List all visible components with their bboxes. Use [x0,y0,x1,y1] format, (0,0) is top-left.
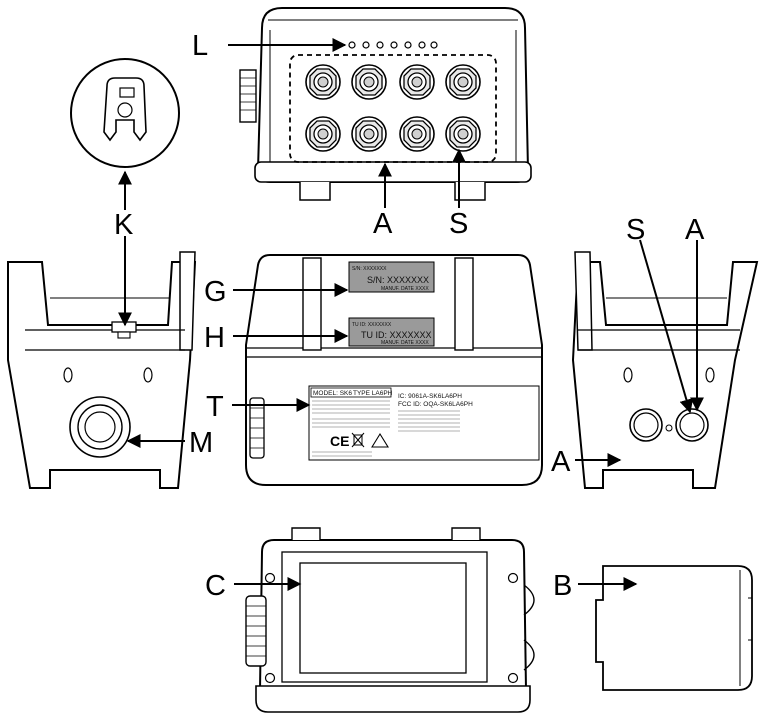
label-g-line3: MANUF. DATE XXXX [381,286,429,292]
type-plate-t: MODEL: SK6 TYPE LA6PH IC: 9061A-SK6LA6PH… [308,385,540,461]
callout-m: M [189,427,213,459]
front-view-unit: S/N: XXXXXXX S/N: XXXXXXX MANUF. DATE XX… [245,254,543,486]
label-g-line1: S/N: XXXXXXX [352,266,387,272]
left-side-view-unit [7,251,197,489]
callout-l: L [192,30,208,62]
label-g-line2: S/N: XXXXXXX [367,275,429,285]
warning-triangle-icon [371,432,389,448]
label-h-line1: TU ID: XXXXXXX [352,322,392,328]
callout-c: C [205,570,226,602]
connector-port-m [69,396,131,458]
detail-circle-k [70,58,180,168]
plate-type: TYPE LA6PH [353,390,393,397]
top-view-unit [239,7,532,201]
callout-k: K [114,209,134,241]
plate-model: MODEL: SK6 [313,390,352,397]
label-h-line2: TU ID: XXXXXXX [361,330,432,340]
plate-fcc: FCC ID: OQA-SK6LA6PH [398,401,473,408]
callout-leaders [118,38,704,591]
callout-a-right-top: A [685,214,705,246]
bottom-view-unit [245,527,535,713]
callout-a-right-bottom: A [551,446,571,478]
callout-a-top: A [373,208,393,240]
callout-t: T [206,391,224,423]
callout-b: B [553,570,572,602]
ce-mark: CE [330,433,349,449]
plate-ic: IC: 9061A-SK6LA6PH [398,393,462,400]
callout-s-right: S [626,214,645,246]
callout-g: G [204,276,227,308]
label-h-line3: MANUF. DATE XXXX [381,340,429,346]
led-indicator-row [348,41,438,49]
battery-pack-b [595,565,753,691]
cable-gland-area [289,54,497,163]
weee-bin-icon [351,432,365,448]
tu-id-label-h: TU ID: XXXXXXX TU ID: XXXXXXX MANUF. DAT… [348,317,435,347]
right-side-view-unit [571,251,759,489]
callout-h: H [204,322,225,354]
serial-label-g: S/N: XXXXXXX S/N: XXXXXXX MANUF. DATE XX… [348,261,435,293]
port-pair [629,408,709,442]
callout-s-top: S [449,208,468,240]
